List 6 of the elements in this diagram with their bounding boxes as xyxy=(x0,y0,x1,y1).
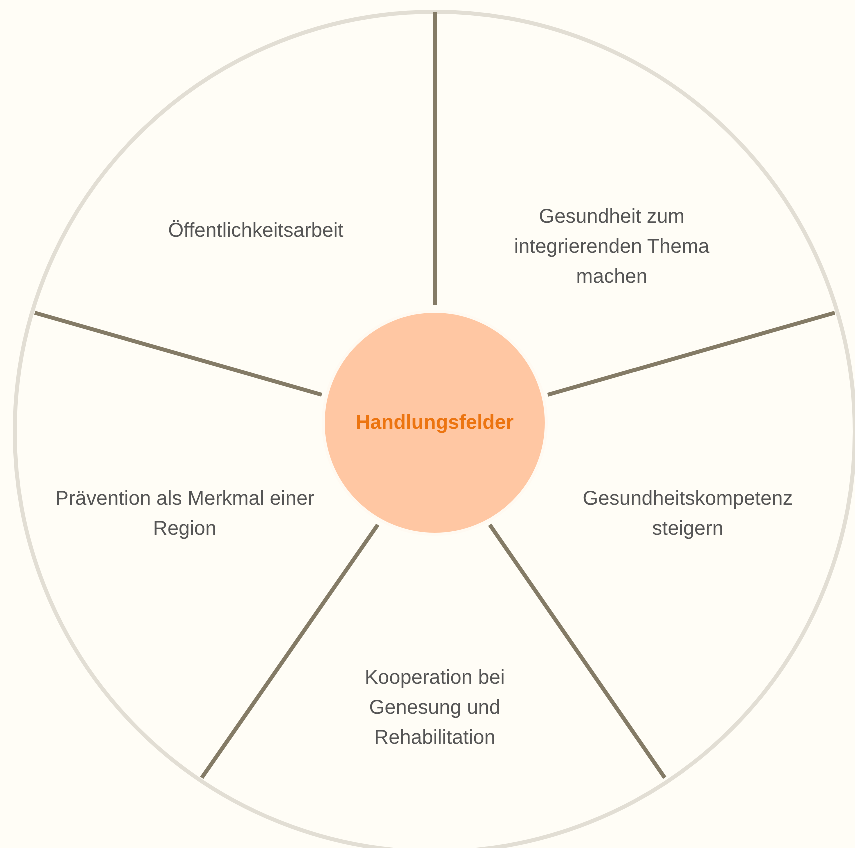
sector-label: Öffentlichkeitsarbeit xyxy=(126,216,386,246)
sector-label: Prävention als Merkmal einer Region xyxy=(50,484,320,544)
sector-label: Gesundheitskompetenz steigern xyxy=(553,484,823,544)
center-title: Handlungsfelder xyxy=(356,412,514,434)
sector-label: Gesundheit zum integrierenden Thema machen xyxy=(487,202,737,292)
sector-label: Kooperation bei Genesung und Rehabilitation xyxy=(325,663,545,753)
